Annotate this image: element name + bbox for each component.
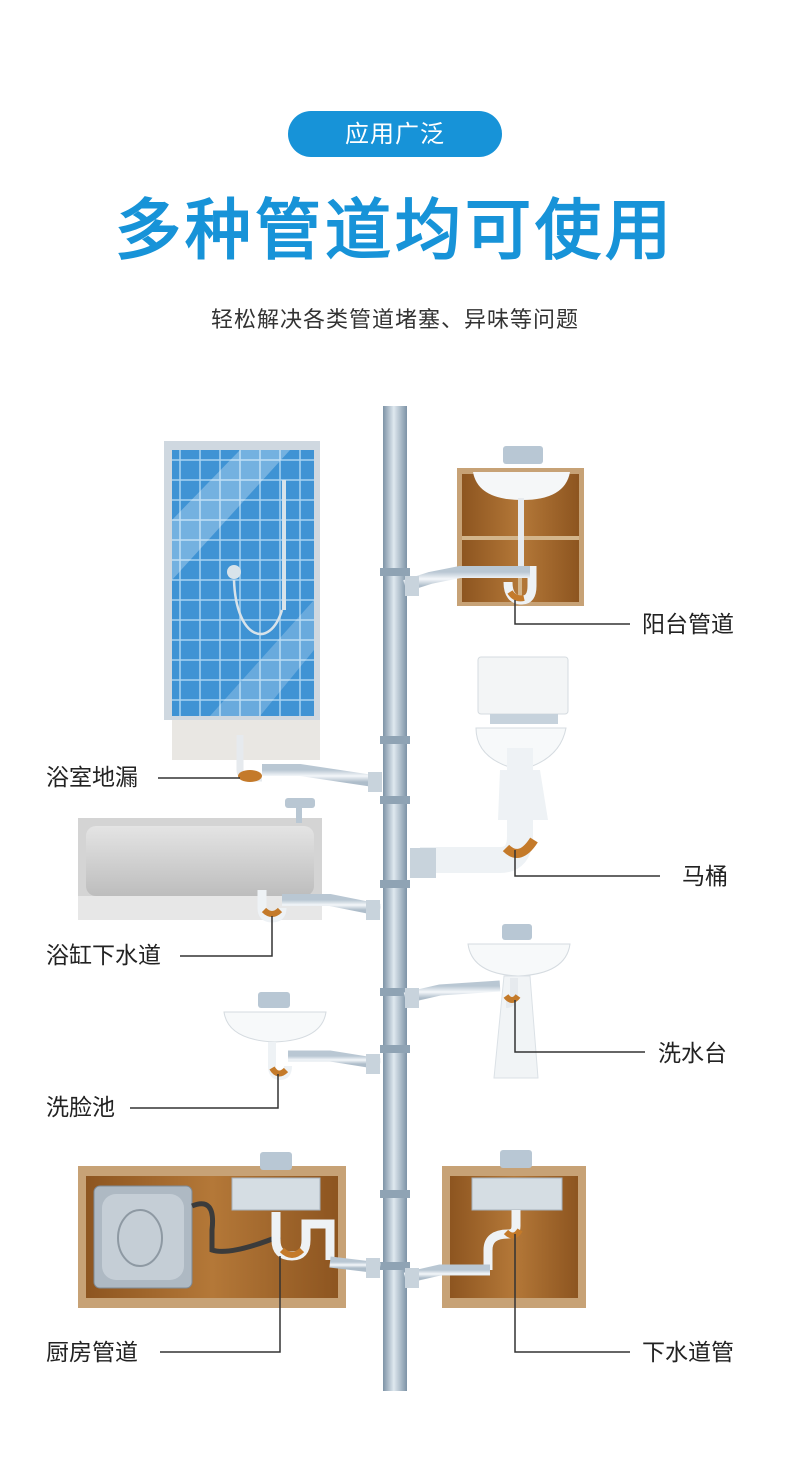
bathtub-illustration	[78, 798, 382, 923]
label-shower-drain: 浴室地漏	[46, 765, 138, 791]
main-stack-pipe	[380, 406, 410, 1391]
page-title: 多种管道均可使用	[115, 192, 675, 269]
face-basin-illustration	[223, 992, 381, 1081]
wash-basin-illustration	[403, 924, 571, 1079]
label-kitchen-pipe: 厨房管道	[46, 1340, 138, 1366]
label-drain-pipe: 下水道管	[642, 1340, 734, 1366]
drain-cabinet-illustration	[403, 1150, 586, 1308]
callout-lines	[130, 600, 660, 1353]
balcony-cabinet-illustration	[403, 446, 584, 606]
shower-illustration	[164, 441, 382, 792]
category-badge: 应用广泛	[288, 111, 502, 157]
toilet-illustration	[410, 656, 569, 878]
kitchen-cabinet-illustration	[78, 1152, 381, 1308]
label-toilet: 马桶	[682, 864, 728, 890]
label-balcony-pipe: 阳台管道	[642, 612, 734, 638]
label-face-basin: 洗脸池	[46, 1095, 115, 1121]
label-wash-basin: 洗水台	[658, 1041, 727, 1067]
page-subtitle: 轻松解决各类管道堵塞、异味等问题	[210, 308, 579, 333]
label-bathtub-drain: 浴缸下水道	[46, 943, 161, 969]
